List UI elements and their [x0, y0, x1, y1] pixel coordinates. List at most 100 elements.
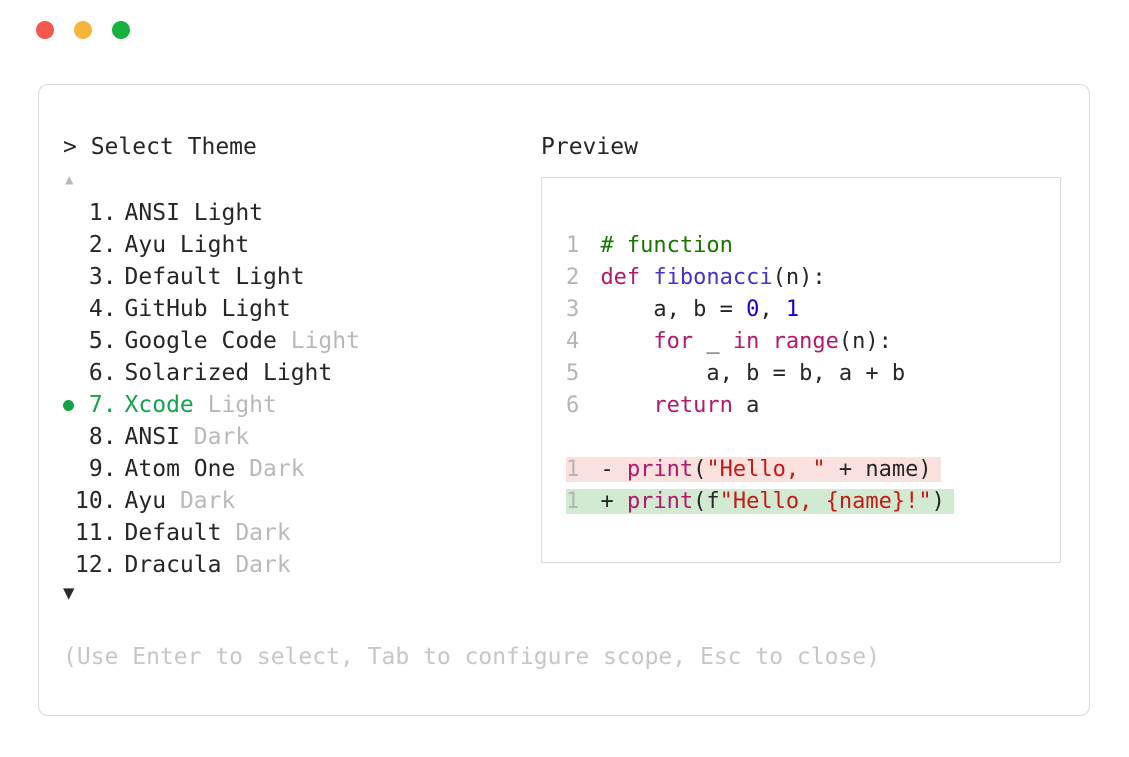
item-label: ANSI Light: [124, 200, 264, 226]
code-line: 2 def fibonacci(n):: [566, 262, 1060, 294]
diff-line-added: 1 + print(f"Hello, {name}!"): [566, 489, 954, 514]
code-token: in: [732, 329, 760, 354]
theme-item-xcode-light[interactable]: 7. Xcode Light: [63, 389, 360, 421]
item-label: Dark: [179, 488, 236, 514]
code-line: 3 a, b = 0, 1: [566, 294, 1060, 326]
code-token: (f: [693, 489, 720, 514]
code-line: 1 + print(f"Hello, {name}!"): [566, 486, 1060, 518]
code-line: 5 a, b = b, a + b: [566, 358, 1060, 390]
code-token: fibonacci: [653, 265, 773, 290]
code-line: 4 for _ in range(n):: [566, 326, 1060, 358]
item-label: Dark: [249, 456, 305, 482]
diff-line-removed: 1- print("Hello, " + name): [566, 457, 941, 482]
item-label: Dark: [235, 520, 291, 546]
theme-item-google-code-light[interactable]: 5. Google Code Light: [63, 325, 360, 357]
code-token: for: [653, 329, 694, 354]
line-number: 3: [566, 297, 580, 322]
close-button[interactable]: [36, 21, 54, 39]
theme-item-ayu-dark[interactable]: 10. Ayu Dark: [63, 485, 360, 517]
code-token: [759, 329, 772, 354]
code-token: [600, 393, 653, 418]
code-line: 1# function: [566, 230, 1060, 262]
scroll-up-icon[interactable]: ▲: [65, 172, 74, 188]
window-controls: [36, 21, 130, 39]
code-token: a, b =: [600, 297, 747, 322]
code-token: 0: [746, 297, 760, 322]
code-token: + name): [825, 457, 932, 482]
line-number: 5: [566, 361, 580, 386]
code-token: print: [626, 489, 694, 514]
item-label: Dracula: [124, 552, 236, 578]
line-number: 6: [566, 393, 580, 418]
theme-item-github-light[interactable]: 4. GitHub Light: [63, 293, 360, 325]
item-number: 3.: [75, 264, 117, 290]
item-label: Default: [124, 520, 236, 546]
code-token: "Hello, {name}!": [719, 489, 932, 514]
item-number: 7.: [75, 392, 117, 418]
item-label: Light: [207, 392, 277, 418]
code-line: 6 return a: [566, 390, 1060, 422]
scroll-down-icon[interactable]: ▼: [63, 582, 75, 604]
line-number: 1: [566, 457, 580, 482]
item-number: 6.: [75, 360, 117, 386]
minimize-button[interactable]: [74, 21, 92, 39]
item-label: Google Code: [124, 328, 291, 354]
code-token: _: [693, 329, 733, 354]
code-token: (n):: [838, 329, 892, 354]
theme-item-solarized-light[interactable]: 6. Solarized Light: [63, 357, 360, 389]
item-number: 10.: [75, 488, 117, 514]
item-number: 8.: [75, 424, 117, 450]
item-number: 11.: [75, 520, 117, 546]
theme-item-ansi-dark[interactable]: 8.ANSI Dark: [63, 421, 360, 453]
code-token: (n):: [772, 265, 826, 290]
item-number: 1.: [75, 200, 117, 226]
code-token: def: [600, 265, 654, 290]
line-number: 1: [566, 489, 580, 514]
line-number: 4: [566, 329, 580, 354]
code-token: -: [600, 457, 627, 482]
item-number: 4.: [75, 296, 117, 322]
code-token: a, b = b, a + b: [600, 361, 906, 386]
maximize-button[interactable]: [112, 21, 130, 39]
line-number: 2: [566, 265, 580, 290]
item-number: 12.: [75, 552, 117, 578]
theme-item-default-light[interactable]: 3. Default Light: [63, 261, 360, 293]
item-number: 9.: [75, 456, 117, 482]
theme-list: 1. ANSI Light 2. Ayu Light 3. Default Light…: [63, 197, 360, 581]
code-token: [600, 329, 653, 354]
theme-item-dracula-dark[interactable]: 12. Dracula Dark: [63, 549, 360, 581]
item-number: 2.: [75, 232, 117, 258]
code-token: range: [772, 329, 839, 354]
item-label: Xcode: [124, 392, 208, 418]
selected-dot-icon: [63, 389, 75, 421]
item-number: 5.: [75, 328, 117, 354]
code-token: return: [653, 393, 733, 418]
keyboard-hint: (Use Enter to select, Tab to configure s…: [63, 644, 880, 670]
item-label: Atom One: [124, 456, 250, 482]
item-label: Ayu Light: [124, 232, 250, 258]
code-token: print: [626, 457, 694, 482]
code-token: 1: [785, 297, 800, 322]
theme-item-default-dark[interactable]: 11. Default Dark: [63, 517, 360, 549]
item-label: Ayu: [124, 488, 180, 514]
code-token: a: [732, 393, 760, 418]
theme-item-ansi-light[interactable]: 1. ANSI Light: [63, 197, 360, 229]
code-token: (: [693, 457, 707, 482]
theme-picker-panel: > Select Theme Preview ▲ 1. ANSI Light 2.…: [38, 84, 1090, 716]
code-token: +: [600, 489, 627, 514]
code-token: ,: [759, 297, 786, 322]
item-label: Default Light: [124, 264, 305, 290]
select-theme-prompt: > Select Theme: [63, 134, 257, 160]
code-line: 1- print("Hello, " + name): [566, 454, 1060, 486]
code-token: ): [931, 489, 945, 514]
item-label: Solarized Light: [124, 360, 333, 386]
item-label: Light: [290, 328, 360, 354]
preview-title: Preview: [541, 134, 638, 160]
item-label: GitHub Light: [124, 296, 291, 322]
theme-item-ayu-light[interactable]: 2. Ayu Light: [63, 229, 360, 261]
theme-item-atom-one-dark[interactable]: 9. Atom One Dark: [63, 453, 360, 485]
item-label: Dark: [235, 552, 291, 578]
code-token: "Hello, ": [706, 457, 826, 482]
